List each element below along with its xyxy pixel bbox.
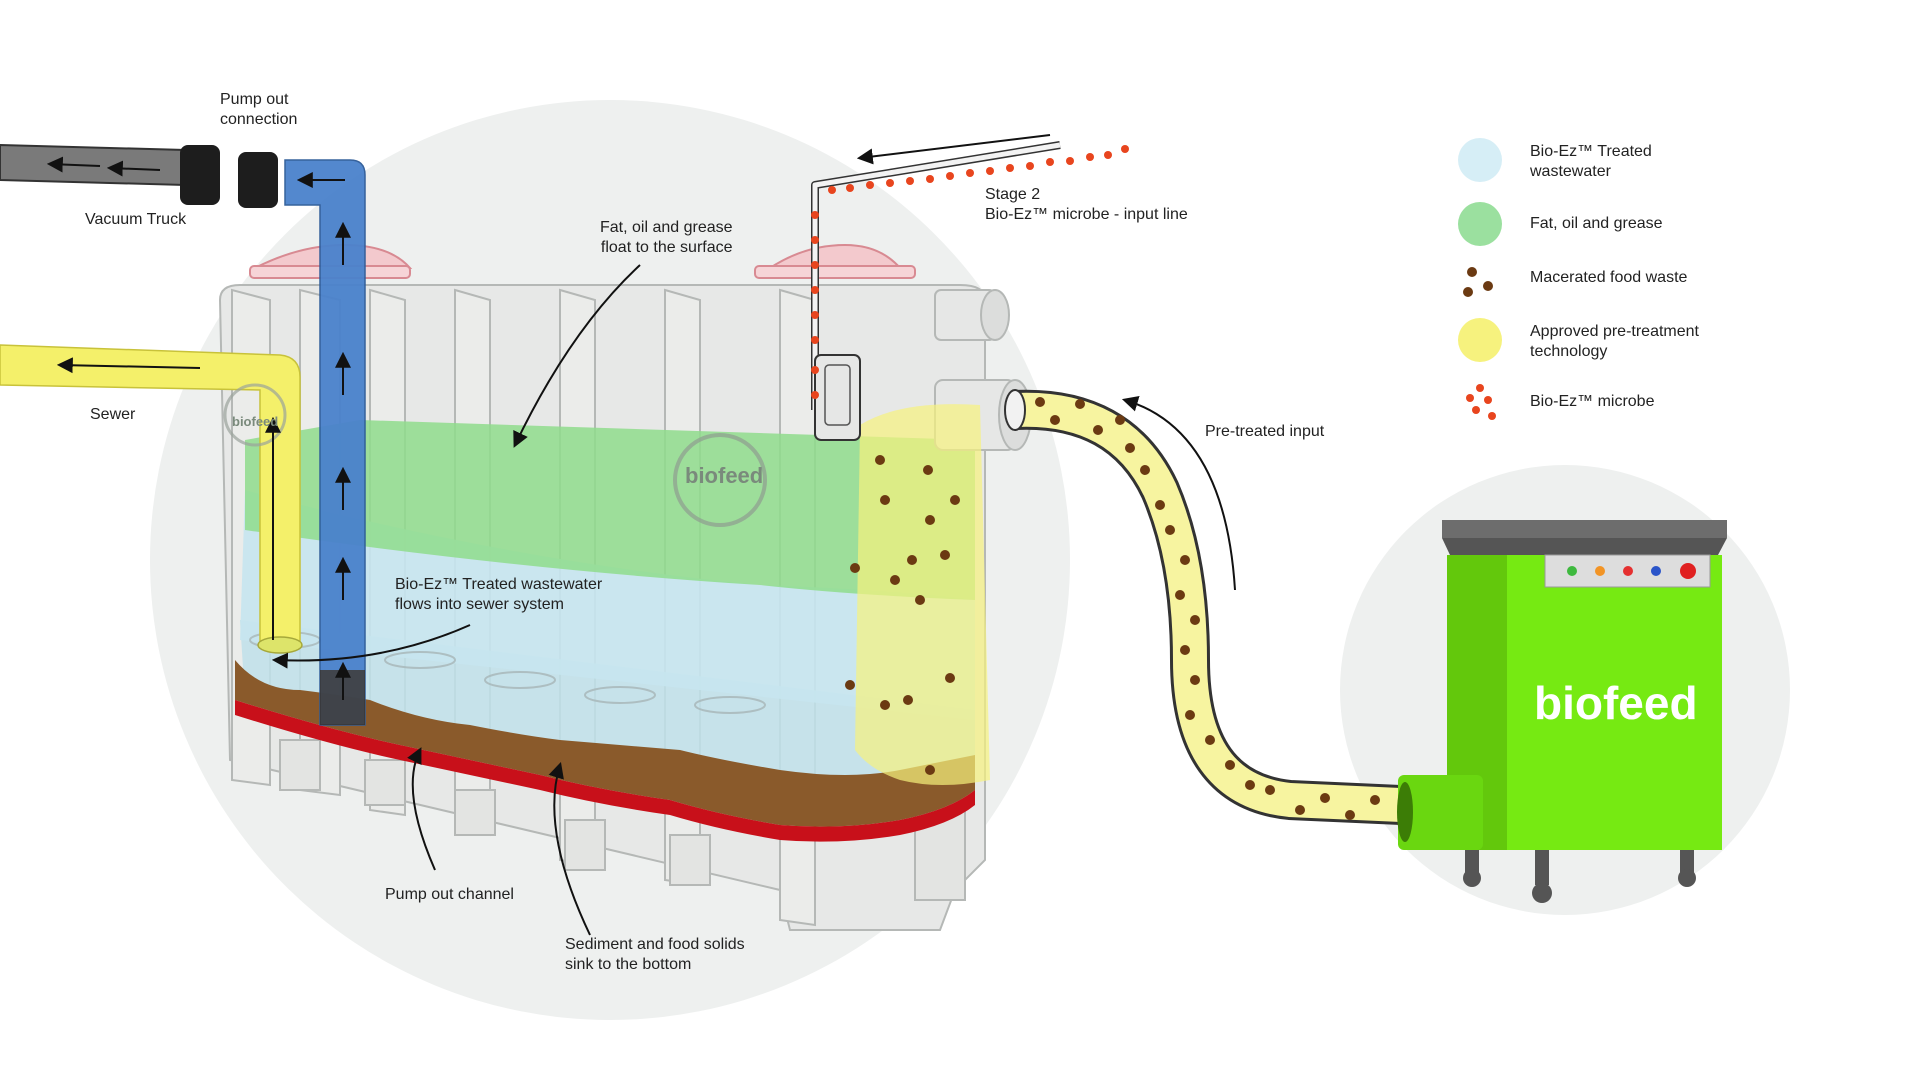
tank-food-waste-dots [845, 455, 960, 775]
label-pump-out-channel: Pump out channel [385, 886, 514, 903]
label-treated-flows: Bio-Ez™ Treated wastewater flows into se… [395, 576, 603, 613]
legend-item-food-waste: Macerated food waste [1458, 262, 1898, 312]
microbe-input-line [811, 141, 1061, 441]
label-stage2-input: Stage 2 Bio-Ez™ microbe - input line [985, 186, 1188, 223]
legend-item-fog: Fat, oil and grease [1458, 202, 1898, 252]
hose-food-waste-dots [1035, 397, 1380, 820]
microbe-dots-line [811, 145, 1129, 399]
food-waste-dots-icon [1463, 267, 1493, 297]
fog-swatch-icon [1458, 202, 1502, 246]
tank-logo-small: biofeed [232, 414, 279, 429]
machine-logo-text: biofeed [1534, 677, 1698, 729]
legend-label: Bio-Ez™ Treated wastewater [1530, 143, 1652, 180]
legend-label: Fat, oil and grease [1530, 215, 1663, 232]
sewer-pipe [0, 344, 303, 654]
biofeed-machine [1397, 520, 1727, 903]
label-pretreated-input: Pre-treated input [1205, 423, 1325, 440]
callout-lines [271, 264, 641, 936]
treated-wastewater-swatch-icon [1458, 138, 1502, 182]
label-vacuum-truck: Vacuum Truck [85, 211, 187, 228]
legend-item-treated: Bio-Ez™ Treated wastewater [1458, 138, 1898, 188]
flow-arrows [46, 134, 1236, 700]
pretreatment-swatch-icon [1458, 318, 1502, 362]
legend-item-microbe: Bio-Ez™ microbe [1458, 382, 1898, 432]
tank-logo-text: biofeed [685, 463, 764, 488]
vacuum-truck-hose [0, 143, 278, 208]
label-fog-float: Fat, oil and grease float to the surface [600, 219, 733, 256]
label-pump-out-connection: Pump out connection [220, 91, 298, 128]
legend-item-pretreatment: Approved pre-treatment technology [1458, 318, 1898, 368]
legend-label: Approved pre-treatment technology [1530, 323, 1699, 360]
legend-label: Macerated food waste [1530, 269, 1688, 286]
label-sediment: Sediment and food solids sink to the bot… [565, 936, 745, 973]
pretreated-input-hose [1004, 389, 1401, 825]
microbe-dots-icon [1466, 384, 1496, 420]
legend-label: Bio-Ez™ microbe [1530, 393, 1655, 410]
label-sewer: Sewer [90, 406, 136, 423]
